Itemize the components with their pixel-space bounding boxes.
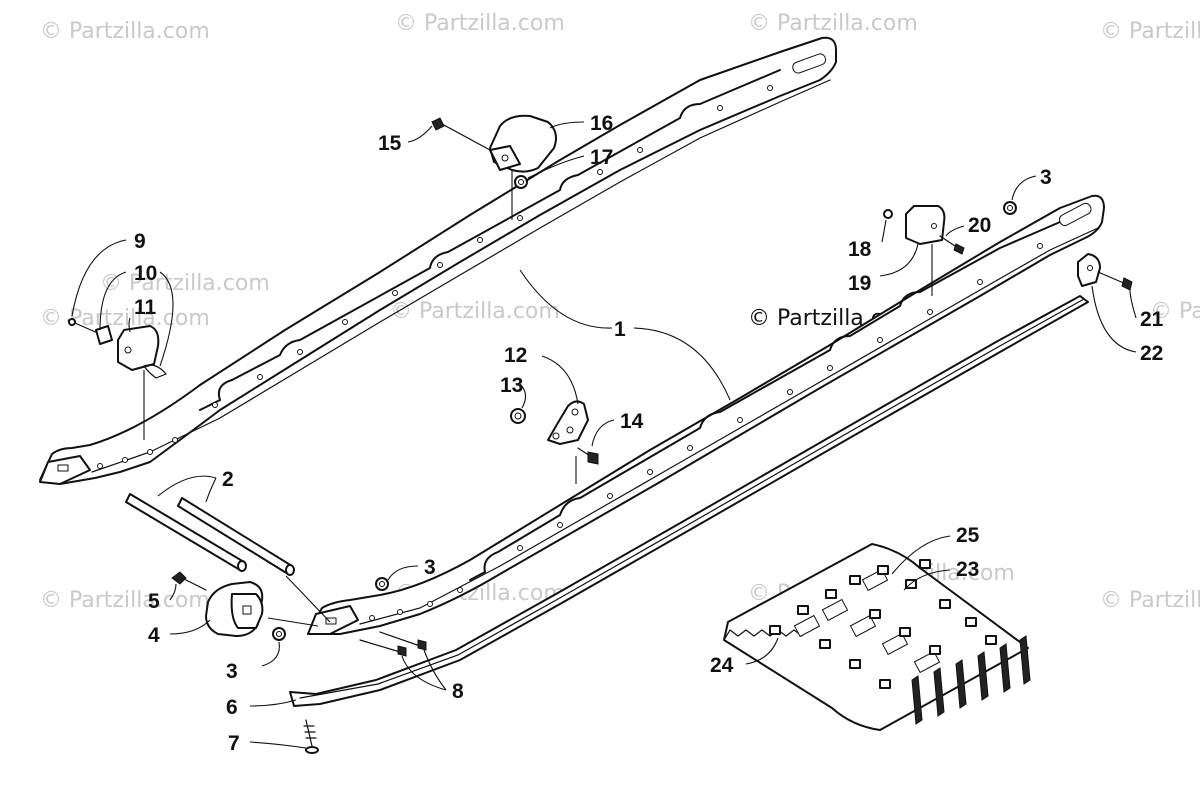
- bolt-21: [1097, 271, 1133, 291]
- callout-13: 13: [500, 374, 523, 397]
- bolts-8: [359, 631, 427, 657]
- left-rail-tip-hole: [57, 464, 69, 472]
- callout-1: 1: [614, 318, 626, 341]
- nut-18: [883, 209, 893, 219]
- watermark: © Partzilla.com: [100, 271, 270, 296]
- nut-3-mid: [375, 577, 389, 591]
- pin-clip: [143, 364, 167, 379]
- nut-17: [514, 175, 528, 189]
- right-rail-slot: [1058, 202, 1092, 227]
- right-rail-upper-edge: [469, 221, 1061, 581]
- callout-10: 10: [134, 262, 157, 285]
- callout-7: 7: [228, 732, 240, 755]
- washer-10: [95, 325, 113, 345]
- cotter-pin-9: [67, 318, 101, 335]
- callout-3: 3: [424, 556, 436, 579]
- nut-3-upper: [1003, 201, 1017, 215]
- slide-body: [289, 295, 1089, 707]
- bracket-12: [547, 400, 589, 445]
- callout-3: 3: [226, 660, 238, 683]
- watermark: © Partzilla.com: [40, 588, 210, 613]
- left-rail-holes: [97, 85, 773, 469]
- stopper-16: [489, 114, 557, 173]
- right-rail: [307, 194, 1105, 635]
- callout-25: 25: [956, 524, 980, 547]
- track-belt: [723, 543, 1029, 731]
- left-rail-lower-edge: [91, 79, 831, 473]
- callout-21: 21: [1140, 308, 1164, 331]
- left-rail-slot: [792, 53, 827, 74]
- bolt-5: [171, 571, 207, 591]
- stopper-19: [905, 205, 946, 245]
- callout-17: 17: [590, 146, 613, 169]
- watermark: © Partzilla.com: [40, 306, 210, 331]
- right-rail-body: [307, 194, 1105, 635]
- callout-12: 12: [504, 344, 527, 367]
- callout-20: 20: [968, 214, 991, 237]
- watermark: © Partzilla.com: [1100, 588, 1200, 613]
- watermark: © Partzilla.com: [1150, 299, 1200, 324]
- right-rail-tip-hole: [325, 617, 337, 625]
- slide-ridge: [299, 298, 1085, 699]
- callout-2: 2: [222, 468, 234, 491]
- bolt-15: [431, 117, 491, 151]
- left-rail-upper-edge: [199, 69, 781, 411]
- callout-15: 15: [378, 132, 402, 155]
- callout-6: 6: [226, 696, 238, 719]
- bracket-22: [1077, 253, 1101, 287]
- block-11: [117, 325, 160, 371]
- left-rail: [39, 36, 837, 485]
- right-rail-lower-edge: [359, 227, 1099, 625]
- callout-24: 24: [710, 654, 734, 677]
- callout-18: 18: [848, 238, 872, 261]
- callout-11: 11: [134, 296, 157, 319]
- right-rail-holes: [369, 243, 1043, 621]
- callout-8: 8: [452, 680, 464, 703]
- callout-3: 3: [1040, 166, 1052, 189]
- left-rail-body: [39, 36, 837, 485]
- spacer-block: [205, 581, 264, 637]
- nut-13: [510, 408, 526, 424]
- track-lugs: [911, 635, 1031, 725]
- spacer-hole: [242, 605, 252, 615]
- cross-shaft-upper-end: [285, 564, 295, 576]
- track: [723, 543, 1031, 731]
- callout-4: 4: [148, 624, 160, 647]
- callout-23: 23: [956, 558, 979, 581]
- bolt-20: [939, 235, 965, 255]
- leader-lines: [71, 121, 1137, 749]
- callout-19: 19: [848, 272, 871, 295]
- cross-shafts: [125, 493, 295, 576]
- screw-7: [303, 719, 319, 754]
- callout-5: 5: [148, 590, 160, 613]
- callout-16: 16: [590, 112, 613, 135]
- track-clips: [769, 559, 997, 689]
- nut-3-lower: [272, 627, 286, 641]
- callout-14: 14: [620, 410, 644, 433]
- callout-9: 9: [134, 230, 146, 253]
- watermark: © Partzilla.com: [748, 11, 918, 36]
- callout-22: 22: [1140, 342, 1163, 365]
- watermark: © Partzilla.com: [390, 299, 560, 324]
- watermark: © Partzilla.com: [395, 11, 565, 36]
- callouts: 1 2 3 3 3 4 5 6 7 8 9 10 11 12 13 14 15 …: [134, 112, 1164, 755]
- bolt-14: [577, 447, 599, 465]
- watermark: © Partzilla.com: [40, 19, 210, 44]
- track-windows: [793, 568, 941, 674]
- track-edge-bottom: [723, 629, 803, 641]
- cross-shaft-lower-end: [237, 560, 247, 572]
- watermark: © Partzilla.com: [1100, 19, 1200, 44]
- hyfax-slide: [289, 295, 1089, 707]
